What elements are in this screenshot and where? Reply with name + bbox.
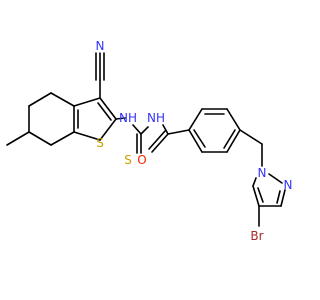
atom-s-thione: S: [124, 153, 132, 167]
atom-n-nitrile: N: [96, 39, 105, 53]
bonds: [6, 52, 286, 227]
bond-ar6: [188, 129, 203, 153]
atom-n2-pyrazole: N: [284, 178, 293, 192]
atom-n1-pyrazole: N: [258, 166, 267, 180]
bond-c3-c2-inner: [97, 102, 112, 121]
molecule-structure: N S NH NH S O N N Br: [6, 39, 293, 243]
bond-n1-n2: [268, 173, 283, 184]
bond-co-o-1: [151, 133, 169, 153]
bond-cs-nh: [140, 126, 149, 135]
atom-nh-left: NH: [119, 111, 137, 125]
bond-c4-c5: [252, 185, 260, 207]
bond-n2-c3: [280, 189, 286, 207]
bond-c2-nh: [115, 117, 126, 120]
bond-ar-ch2: [239, 129, 263, 145]
bond-c2-s: [99, 118, 117, 141]
molecule-canvas: N S NH NH S O N N Br: [6, 39, 293, 243]
bond-ar-inner3: [193, 129, 206, 148]
bond-c7-c7a: [50, 131, 75, 146]
bond-ar3: [226, 108, 241, 131]
bond-c6-methyl: [6, 131, 30, 146]
bond-ar-inner2: [223, 129, 236, 149]
bond-co-ar: [167, 129, 190, 135]
bond-c3a-c4: [50, 92, 75, 107]
bond-nh-co: [162, 124, 169, 135]
bond-c4-c5-inner: [257, 187, 264, 203]
bond-ar4: [226, 129, 241, 153]
atom-s-thiophene: S: [96, 136, 104, 150]
bond-c5-n1: [252, 177, 257, 187]
atom-br: Br: [250, 229, 263, 243]
bond-ar1: [188, 108, 203, 131]
bond-n2-c3-inner: [276, 190, 281, 204]
bond-c3-c2: [99, 97, 117, 120]
atom-labels: N S NH NH S O N N Br: [96, 39, 293, 243]
bond-c4-c5: [28, 92, 52, 107]
bond-co-o-2: [148, 130, 166, 150]
atom-nh-right: NH: [147, 111, 165, 125]
atom-o-carbonyl: O: [137, 153, 146, 167]
bond-s-c7a: [73, 131, 101, 141]
bond-c3a-c3: [73, 97, 101, 107]
bond-c6-c7: [28, 131, 52, 146]
bond-nh-cs: [132, 124, 142, 135]
